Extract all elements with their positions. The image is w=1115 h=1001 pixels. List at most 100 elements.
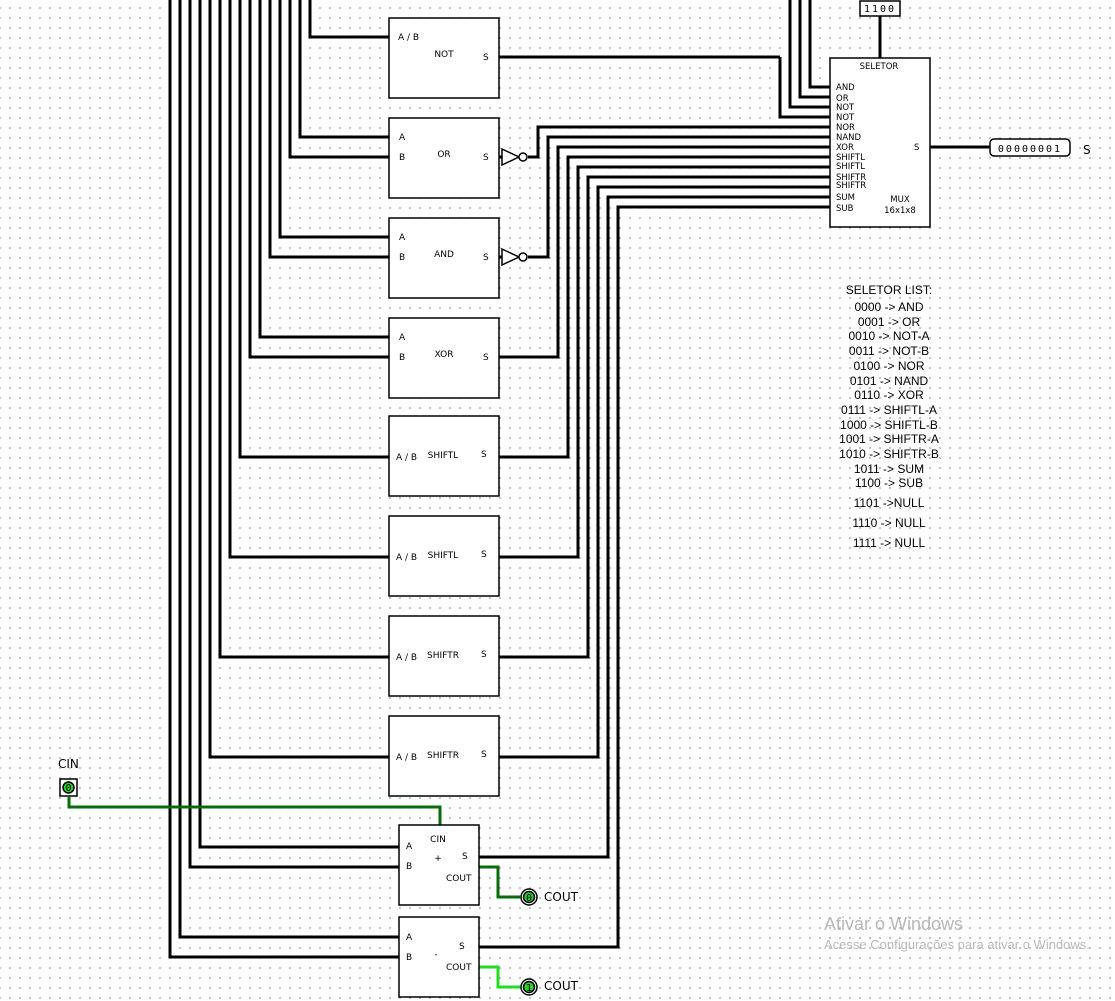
output-value: 00000001 <box>998 144 1062 155</box>
cout-output-pin-adder[interactable]: 0 <box>520 888 538 906</box>
mux-component[interactable]: SELETOR ANDORNOTNOTNORNANDXORSHIFTLSHIFT… <box>829 57 931 228</box>
seletor-list-item: 0100 -> NOR <box>853 358 925 373</box>
seletor-list-item: 0010 -> NOT-A <box>848 329 930 344</box>
cout-subtractor-value: 1 <box>526 983 532 994</box>
component-name: NOT <box>434 50 454 60</box>
seletor-list-item: 0111 -> SHIFTL-A <box>841 402 937 417</box>
component-input-label: A / B <box>396 453 417 463</box>
not-gate-after-and[interactable] <box>501 247 528 267</box>
component-output-label: S <box>483 353 489 363</box>
component-input-b-label: B <box>399 353 405 363</box>
component-input-a-label: A <box>399 333 406 343</box>
mux-size: 16x1x8 <box>884 206 916 216</box>
seletor-list-item: 1101 ->NULL <box>853 496 925 511</box>
mux-input-labels: ANDORNOTNOTNORNANDXORSHIFTLSHIFTLSHIFTRS… <box>836 83 866 214</box>
component-shiftl[interactable]: A / B SHIFTL S <box>388 415 500 497</box>
cin-label: CIN <box>58 757 79 771</box>
adder-cout-label: COUT <box>446 874 472 884</box>
cout-subtractor-label: COUT <box>544 979 579 993</box>
component-name: SHIFTR <box>427 751 459 761</box>
mux-input-label: AND <box>836 83 855 93</box>
mux-name: MUX <box>890 195 910 205</box>
component-input-a-label: A <box>399 233 406 243</box>
component-name: XOR <box>435 350 454 360</box>
mux-input-label: NOT <box>836 113 855 123</box>
subtractor-b-label: B <box>406 953 412 963</box>
component-output-label: S <box>481 750 487 760</box>
cout-adder-value: 0 <box>526 893 532 904</box>
mux-input-label: XOR <box>836 143 854 153</box>
seletor-list-item: 0000 -> AND <box>854 300 924 314</box>
watermark-subtitle: Acesse Configurações para ativar o Windo… <box>824 937 1090 952</box>
component-or[interactable]: AB OR S <box>388 117 500 199</box>
component-input-b-label: B <box>399 153 405 163</box>
component-output-label: S <box>481 550 487 560</box>
adder-b-label: B <box>406 862 412 872</box>
component-shiftl[interactable]: A / B SHIFTL S <box>388 515 500 597</box>
subtractor-op-label: - <box>434 950 437 960</box>
component-name: OR <box>437 150 450 160</box>
component-input-label: A / B <box>396 653 417 663</box>
mux-input-label: NAND <box>836 133 862 143</box>
mux-input-label: SHIFTL <box>836 162 865 172</box>
output-label: S <box>1083 143 1091 157</box>
component-not[interactable]: A / B NOT S <box>388 17 500 99</box>
adder-op-label: + <box>434 854 442 864</box>
output-pin[interactable]: 00000001 <box>989 138 1071 157</box>
component-output-label: S <box>483 153 489 163</box>
selector-input-pin[interactable]: 1100 <box>859 0 901 17</box>
seletor-list-item: 0110 -> XOR <box>854 388 924 403</box>
component-output-label: S <box>481 650 487 660</box>
seletor-list-item: 1000 -> SHIFTL-B <box>840 417 938 432</box>
seletor-list-item: 1001 -> SHIFTR-A <box>839 432 939 447</box>
windows-activation-watermark: Ativar o Windows Acesse Configurações pa… <box>824 914 1115 952</box>
component-input-a-label: A <box>399 133 406 143</box>
cout-output-pin-subtractor[interactable]: 1 <box>520 978 538 996</box>
not-gate-after-or[interactable] <box>501 147 528 167</box>
seletor-list-item: 0001 -> OR <box>857 314 921 329</box>
component-and[interactable]: AB AND S <box>388 217 500 299</box>
adder-component[interactable]: CIN A B + S COUT <box>398 824 480 906</box>
component-name: AND <box>434 250 454 260</box>
mux-input-label: SHIFTL <box>836 153 865 163</box>
seletor-list-item: 1011 -> SUM <box>853 461 925 476</box>
selector-input-value: 1100 <box>864 4 896 15</box>
mux-title: SELETOR <box>860 62 899 72</box>
mux-input-label: SHIFTR <box>836 173 866 183</box>
seletor-list-title: SELETOR LIST: <box>845 283 933 297</box>
adder-cin-label: CIN <box>430 835 446 845</box>
component-output-label: S <box>483 253 489 263</box>
subtractor-cout-label: COUT <box>446 963 472 973</box>
mux-input-label: NOT <box>836 103 855 113</box>
component-input-label: A / B <box>398 33 419 43</box>
seletor-list-item: 1110 -> NULL <box>852 515 926 530</box>
adder-a-label: A <box>406 842 413 852</box>
mux-input-label: NOR <box>836 123 855 133</box>
mux-input-label: SUB <box>836 204 854 214</box>
cout-adder-label: COUT <box>544 890 579 904</box>
cin-value: 0 <box>65 783 71 794</box>
seletor-list-item: 1100 -> SUB <box>854 476 924 491</box>
component-input-b-label: B <box>399 253 405 263</box>
cin-input-pin[interactable]: 0 <box>59 778 78 797</box>
mux-input-label: OR <box>836 94 849 104</box>
subtractor-s-label: S <box>459 942 465 952</box>
wire-layer <box>67 0 992 989</box>
mux-input-label: SUM <box>836 193 855 203</box>
component-name: SHIFTL <box>428 451 459 461</box>
subtractor-component[interactable]: A B - S COUT <box>398 916 480 998</box>
component-output-label: S <box>483 53 489 63</box>
adder-s-label: S <box>462 852 468 862</box>
component-input-label: A / B <box>396 553 417 563</box>
component-name: SHIFTL <box>428 551 459 561</box>
subtractor-a-label: A <box>406 933 413 943</box>
component-output-label: S <box>481 450 487 460</box>
watermark-title: Ativar o Windows <box>824 914 964 934</box>
component-xor[interactable]: AB XOR S <box>388 317 500 399</box>
